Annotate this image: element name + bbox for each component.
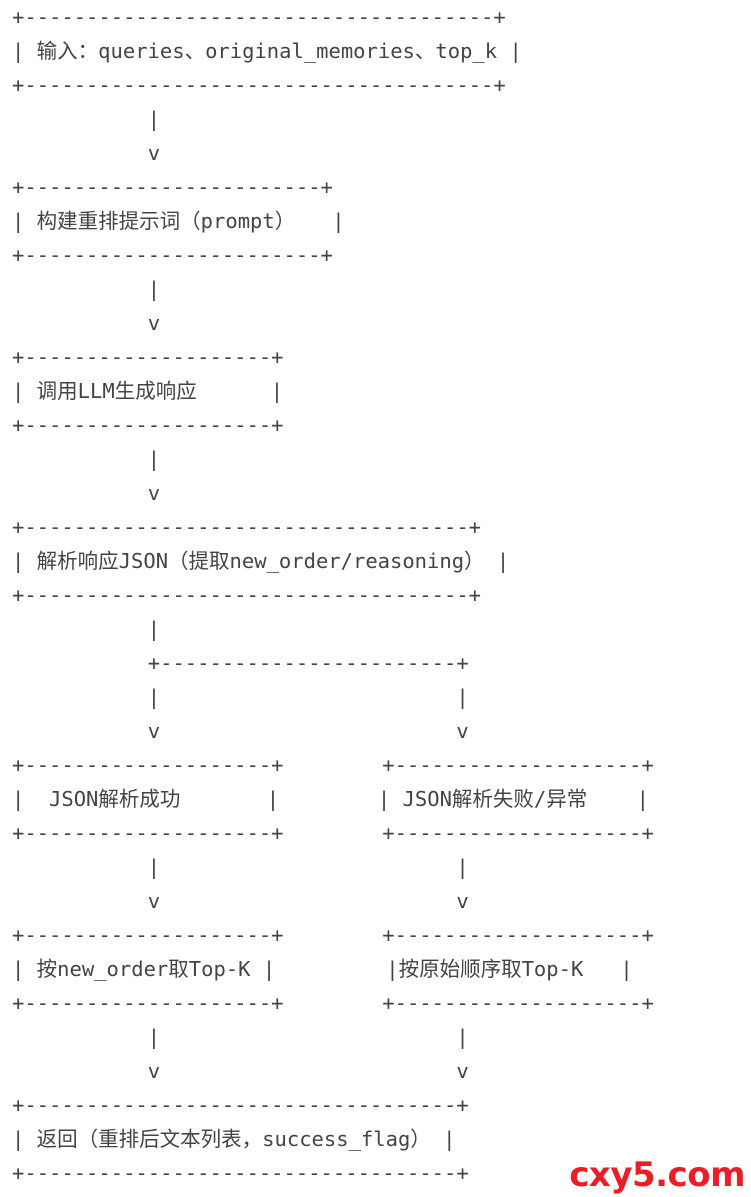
diagram-line: | 输入：queries、original_memories、top_k | — [12, 39, 522, 63]
ascii-flowchart: +--------------------------------------+… — [12, 0, 654, 1190]
diagram-line: +--------------------+ +----------------… — [12, 991, 654, 1015]
diagram-line: v v — [12, 1059, 469, 1083]
diagram-line: +--------------------+ — [12, 345, 284, 369]
diagram-line: | — [12, 447, 161, 471]
diagram-line: | JSON解析成功 | | JSON解析失败/异常 | — [12, 787, 649, 811]
diagram-line: +------------------------+ — [12, 175, 333, 199]
diagram-line: | | — [12, 855, 469, 879]
diagram-line: | | — [12, 1025, 469, 1049]
diagram-line: +------------------------+ — [12, 651, 469, 675]
watermark-logo: cxy5.com — [569, 1155, 745, 1195]
diagram-line: | — [12, 107, 161, 131]
diagram-line: +------------------------------------+ — [12, 515, 481, 539]
diagram-line: +------------------------+ — [12, 243, 333, 267]
diagram-line: v v — [12, 719, 469, 743]
diagram-line: | 解析响应JSON（提取new_order/reasoning） | — [12, 549, 510, 573]
diagram-line: +------------------------------------+ — [12, 583, 481, 607]
diagram-line: | — [12, 617, 161, 641]
diagram-line: v — [12, 481, 161, 505]
diagram-line: | | — [12, 685, 469, 709]
diagram-line: +-----------------------------------+ — [12, 1093, 469, 1117]
diagram-line: | 调用LLM生成响应 | — [12, 379, 284, 403]
diagram-line: +--------------------------------------+ — [12, 73, 506, 97]
diagram-line: | 返回（重排后文本列表，success_flag） | — [12, 1127, 456, 1151]
diagram-line: +--------------------------------------+ — [12, 5, 506, 29]
diagram-line: v — [12, 311, 161, 335]
diagram-line: +--------------------+ — [12, 413, 284, 437]
diagram-line: | 构建重排提示词（prompt） | — [12, 209, 345, 233]
diagram-line: +--------------------+ +----------------… — [12, 821, 654, 845]
diagram-line: | 按new_order取Top-K | |按原始顺序取Top-K | — [12, 957, 633, 981]
diagram-line: v v — [12, 889, 469, 913]
diagram-line: +--------------------+ +----------------… — [12, 923, 654, 947]
diagram-line: | — [12, 277, 161, 301]
diagram-line: v — [12, 141, 161, 165]
diagram-line: +-----------------------------------+ — [12, 1161, 469, 1185]
diagram-line: +--------------------+ +----------------… — [12, 753, 654, 777]
